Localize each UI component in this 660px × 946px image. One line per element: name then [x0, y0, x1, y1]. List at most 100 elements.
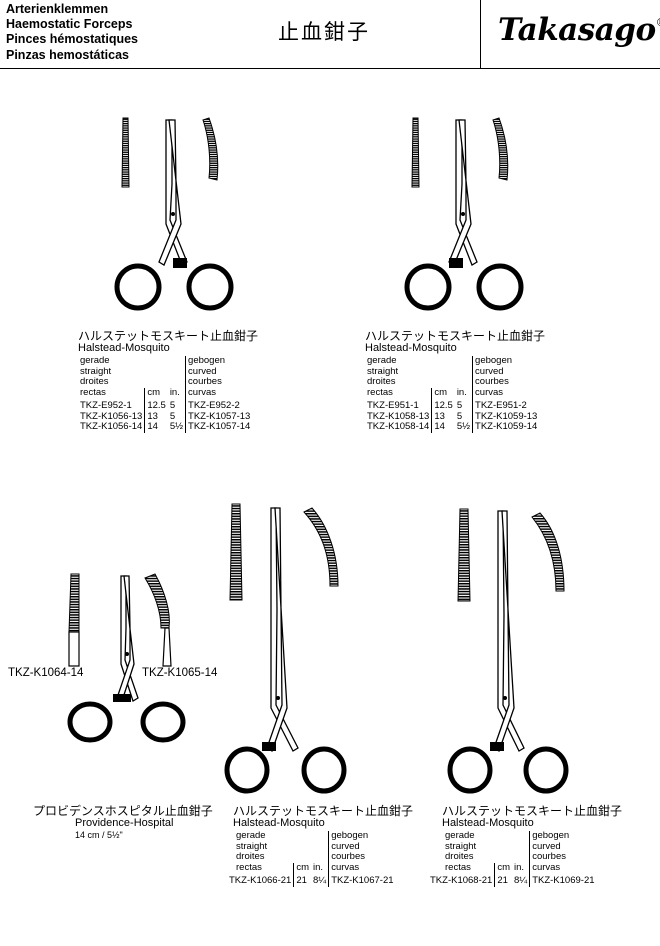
straight-code: TKZ-E951-1: [365, 400, 433, 412]
product-name-en: Halstead-Mosquito: [233, 816, 325, 829]
product-block-1: ハルステットモスキート止血鉗子 Halstead-Mosquito gerade…: [78, 329, 259, 433]
halstead-mosquito-forceps-long-drawing: [224, 503, 347, 794]
unit-cm: cm: [434, 386, 447, 398]
title-german: Arterienklemmen: [6, 2, 109, 16]
curved-label: curvas: [331, 861, 360, 873]
curved-label: courbes: [188, 376, 222, 387]
product-block-3: プロビデンスホスピタル止血鉗子 Providence-Hospital 14 c…: [33, 804, 213, 842]
title-spanish: Pinzas hemostáticas: [6, 47, 129, 62]
unit-in: in.: [310, 862, 330, 873]
straight-label: straight: [428, 841, 531, 852]
product-block-2: ハルステットモスキート止血鉗子 Halstead-Mosquito gerade…: [365, 329, 546, 433]
length-in: 8¼: [310, 875, 330, 887]
halstead-mosquito-forceps-drawing: [114, 117, 234, 311]
curved-label: curved: [188, 365, 217, 377]
product-name-ja: ハルステットモスキート止血鉗子: [233, 804, 414, 818]
straight-code: TKZ-K1068-21: [428, 875, 496, 887]
length-in: 5: [167, 411, 187, 422]
curved-label: gebogen: [532, 830, 570, 841]
straight-code: TKZ-K1066-21: [227, 875, 295, 887]
straight-label: rectas: [78, 387, 146, 398]
header-rule: [0, 68, 660, 69]
product-block-5: ハルステットモスキート止血鉗子 Halstead-Mosquito gerade…: [428, 804, 623, 887]
length-in: 8¼: [511, 875, 531, 887]
curved-label: courbes: [475, 376, 509, 387]
straight-label: straight: [227, 841, 330, 852]
length-in: 5: [454, 411, 474, 422]
product-name-en: Halstead-Mosquito: [365, 341, 457, 354]
straight-label: droites: [78, 376, 187, 388]
curved-code: TKZ-K1059-13: [475, 410, 538, 422]
unit-cm: cm: [296, 861, 309, 873]
product-name-en: Halstead-Mosquito: [78, 341, 170, 354]
curved-label: gebogen: [188, 355, 226, 366]
halstead-mosquito-forceps-drawing-2: [404, 117, 524, 311]
straight-label: gerade: [227, 830, 330, 842]
length-cm: 21: [296, 875, 307, 886]
curved-label: curvas: [188, 386, 217, 398]
registered-mark: ®: [656, 16, 660, 29]
length-cm: 12.5: [147, 400, 166, 411]
straight-label: straight: [78, 366, 187, 377]
title-english: Haemostatic Forceps: [6, 17, 133, 32]
straight-model-label: TKZ-K1064-14: [8, 667, 84, 679]
length-cm: 14: [147, 421, 158, 432]
straight-label: droites: [227, 851, 330, 863]
product-name-en: Halstead-Mosquito: [442, 816, 534, 829]
length-in: 5: [454, 400, 474, 412]
straight-code: TKZ-K1058-13: [365, 411, 433, 422]
product-name-ja: ハルステットモスキート止血鉗子: [78, 329, 259, 343]
product-name-ja: プロビデンスホスピタル止血鉗子: [33, 804, 213, 818]
straight-label: rectas: [365, 387, 433, 398]
brand-logo: Takasago®: [498, 12, 660, 48]
length-cm: 12.5: [434, 400, 453, 411]
straight-label: gerade: [365, 355, 474, 367]
straight-code: TKZ-E952-1: [78, 400, 146, 412]
straight-code: TKZ-K1056-14: [78, 421, 146, 433]
straight-label: straight: [365, 366, 474, 377]
curved-label: courbes: [532, 851, 567, 862]
product-name-ja: ハルステットモスキート止血鉗子: [442, 804, 623, 818]
halstead-mosquito-forceps-long-drawing-2: [447, 508, 569, 794]
curved-code: TKZ-K1059-14: [475, 421, 538, 432]
title-french: Pinces hémostatiques: [6, 32, 138, 47]
curved-model-label: TKZ-K1065-14: [142, 667, 218, 679]
unit-in: in.: [511, 862, 531, 873]
straight-label: rectas: [428, 862, 496, 873]
length-in: 5½: [454, 421, 474, 433]
straight-label: gerade: [78, 355, 187, 367]
length-cm: 13: [147, 410, 158, 422]
unit-in: in.: [454, 387, 474, 398]
straight-label: rectas: [227, 862, 295, 873]
multilingual-title: Arterienklemmen Haemostatic Forceps Pinc…: [6, 2, 138, 63]
straight-label: gerade: [428, 830, 531, 842]
curved-label: curved: [475, 365, 504, 377]
straight-code: TKZ-K1058-14: [365, 421, 433, 433]
curved-label: curvas: [475, 386, 504, 398]
curved-code: TKZ-E952-2: [188, 400, 240, 411]
curved-code: TKZ-K1067-21: [331, 875, 394, 886]
straight-code: TKZ-K1056-13: [78, 411, 146, 422]
unit-cm: cm: [497, 861, 510, 873]
straight-label: droites: [428, 851, 531, 863]
page-header: Arterienklemmen Haemostatic Forceps Pinc…: [0, 0, 660, 68]
product-name-ja: ハルステットモスキート止血鉗子: [365, 329, 546, 343]
product-size: 14 cm / 5½": [75, 830, 123, 840]
curved-label: gebogen: [475, 355, 513, 366]
length-cm: 21: [497, 875, 508, 886]
curved-label: curved: [331, 840, 360, 852]
logo-text: Takasago: [498, 12, 656, 48]
curved-code: TKZ-E951-2: [475, 400, 527, 411]
curved-code: TKZ-K1057-14: [188, 421, 251, 432]
straight-label: droites: [365, 376, 474, 388]
header-divider: [480, 0, 481, 68]
